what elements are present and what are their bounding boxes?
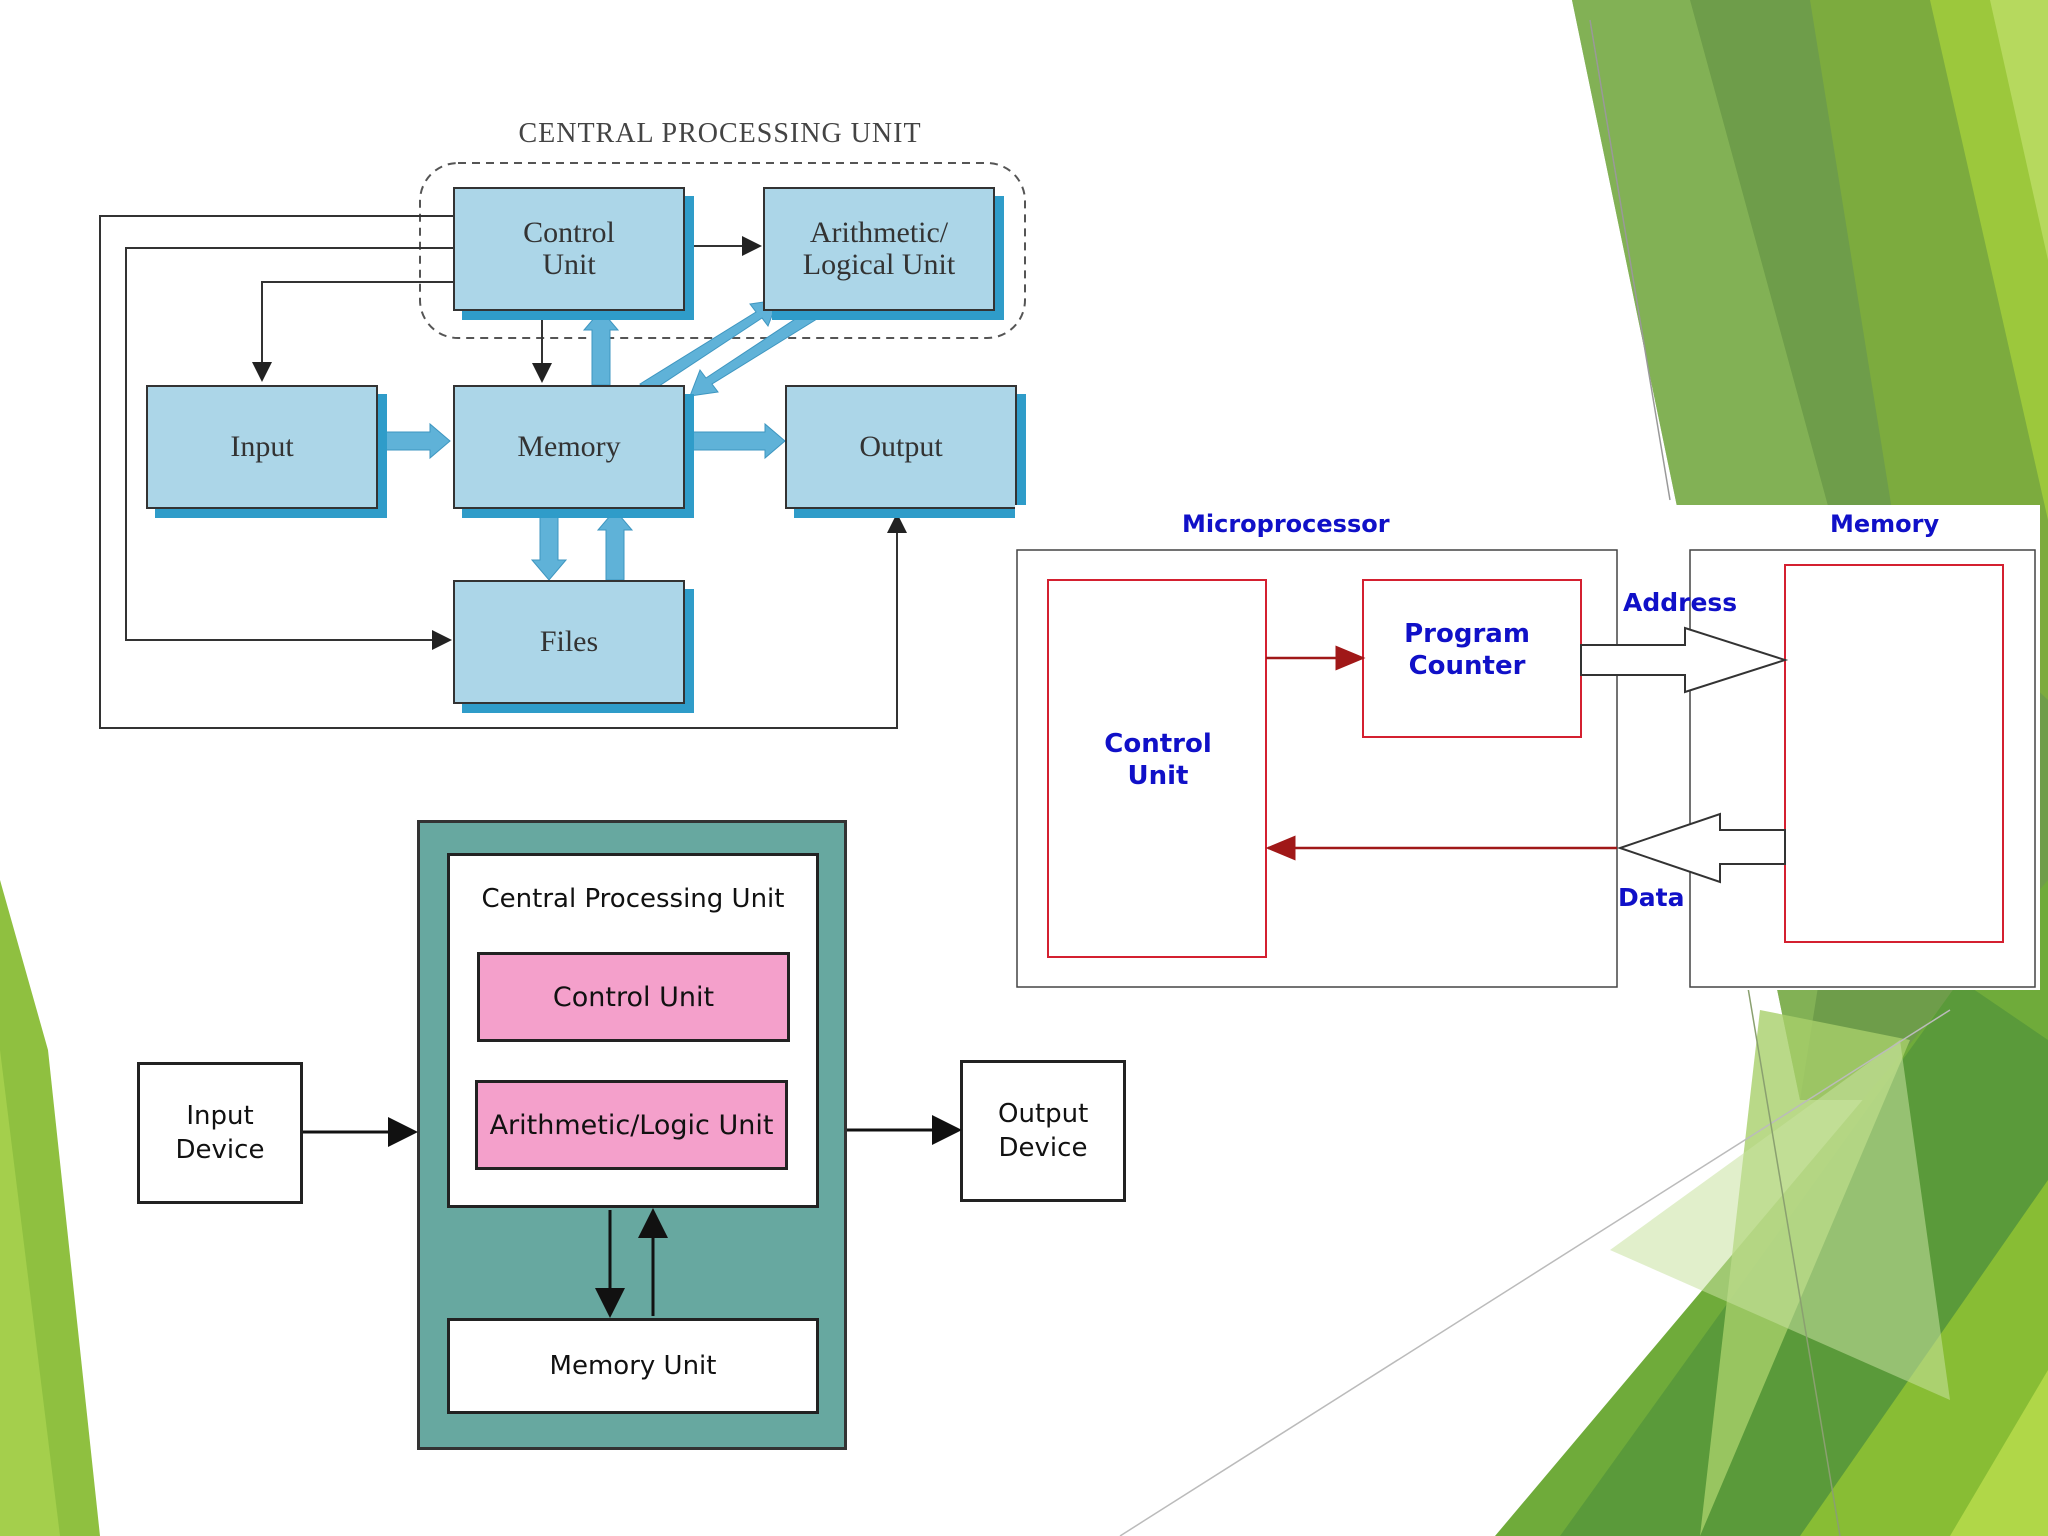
cpu-files-label: Files [539,625,599,658]
microprocessor-heading: Microprocessor [1182,510,1390,538]
memory-to-files-arrow [530,509,568,581]
simple-output-device-label: Output Device [998,1099,1089,1163]
alu-memory-arrow-down [689,305,826,397]
memory-box [1689,549,2036,988]
input-to-memory-arrow [379,422,451,460]
cpu-output-label: Output [859,430,943,463]
data-label: Data [1618,883,1685,912]
control-to-output-line [99,215,907,729]
simple-input-device-label: Input Device [175,1101,265,1165]
simple-memory-unit-box: Memory Unit [447,1318,819,1414]
memory-to-control-arrow [582,309,620,386]
memory-alu-arrow-up [639,299,779,393]
simple-control-unit-label: Control Unit [552,981,715,1013]
address-label: Address [1623,588,1738,617]
simple-input-device-box: Input Device [137,1062,303,1204]
cpu-alu-box: Arithmetic/ Logical Unit [763,187,995,311]
cpu-control-unit-label: Control Unit [523,216,615,281]
cpu-input-label: Input [230,430,294,463]
memory-heading: Memory [1830,510,1940,538]
data-bus-arrow [1616,812,1786,884]
mp-control-unit-label: Control Unit [1104,729,1212,791]
microprocessor-diagram-panel [1015,505,2040,990]
simple-alu-label: Arithmetic/Logic Unit [489,1109,774,1141]
cpu-memory-label: Memory [517,430,621,463]
microprocessor-box [1016,549,1618,988]
cpu-output-box: Output [785,385,1017,509]
control-to-files-line [125,247,453,650]
control-to-input-line [252,281,453,382]
memory-cell-box [1784,564,2004,943]
files-to-memory-arrow [596,509,634,581]
memory-to-output-arrow [684,422,786,460]
cpu-files-box: Files [453,580,685,704]
cpu-input-box: Input [146,385,378,509]
simple-output-device-box: Output Device [960,1060,1126,1202]
cpu-control-unit-box: Control Unit [453,187,685,311]
mp-control-unit-box [1047,579,1267,958]
address-bus-arrow [1580,626,1789,694]
simple-alu-box: Arithmetic/Logic Unit [475,1080,788,1170]
simple-control-unit-box: Control Unit [477,952,790,1042]
program-counter-label: Program Counter [1404,619,1530,681]
cpu-alu-label: Arithmetic/ Logical Unit [802,216,956,281]
cpu-memory-box: Memory [453,385,685,509]
simple-memory-unit-label: Memory Unit [549,1351,717,1381]
cpu-diagram-title: CENTRAL PROCESSING UNIT [518,118,922,149]
simple-cpu-label: Central Processing Unit [481,884,785,914]
